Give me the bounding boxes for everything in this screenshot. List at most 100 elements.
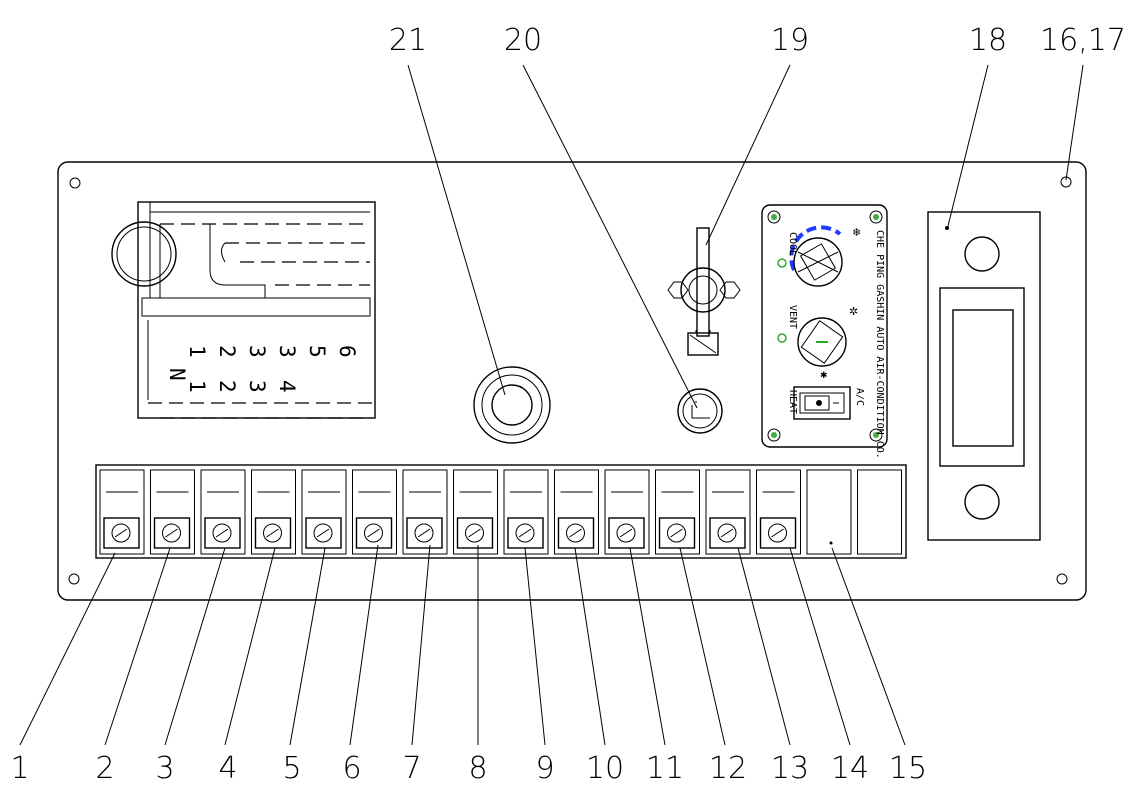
rocker-switch-1[interactable] — [99, 469, 145, 555]
rocker-switch-15[interactable] — [806, 469, 852, 555]
rocker-switch-16[interactable] — [857, 469, 902, 555]
gear-3b: 3 — [245, 380, 269, 393]
switch-strip — [95, 464, 907, 559]
callout-bottom-1: 1 — [10, 751, 29, 786]
callout-bottom-4: 4 — [218, 751, 237, 786]
cabin-icon — [768, 523, 787, 543]
callout-top-4: 18 — [969, 23, 1007, 58]
callout-top-5: 16,17 — [1040, 23, 1126, 58]
gear-2a: 2 — [215, 345, 239, 358]
round-switch-21[interactable] — [473, 366, 551, 444]
fog-lamp-rear-icon — [263, 523, 282, 543]
rocker-switch-13[interactable] — [705, 469, 751, 555]
panel-outline — [57, 161, 1087, 601]
callout-bottom-5: 5 — [282, 751, 301, 786]
ac-label: A/C — [854, 388, 865, 406]
callout-bottom-8: 8 — [468, 751, 487, 786]
heat-label: HEAT — [787, 390, 798, 414]
callout-top-1: 21 — [389, 23, 427, 58]
ac-control-panel: COOL VENT HEAT A/C CHE PING GASHIN AUTO … — [761, 204, 888, 459]
rocker-switch-8[interactable] — [453, 469, 498, 555]
callout-bottom-15: 15 — [889, 751, 927, 786]
leader-19 — [705, 64, 791, 246]
rocker-switch-2[interactable] — [150, 469, 195, 555]
callout-bottom-13: 13 — [771, 751, 809, 786]
callout-bottom-14: 14 — [831, 751, 869, 786]
callout-top-3: 19 — [771, 23, 809, 58]
rocker-switch-4[interactable] — [251, 469, 296, 555]
fan-icon: ✲ — [849, 305, 858, 318]
callout-bottom-2: 2 — [95, 751, 114, 786]
rocker-switch-7[interactable] — [402, 469, 448, 555]
callout-bottom-12: 12 — [709, 751, 747, 786]
mount-hole-bottom-left — [68, 573, 80, 585]
vent-label: VENT — [787, 305, 798, 329]
washer-icon — [566, 523, 585, 543]
shift-gate-labels: N 1 1 2 2 3 3 3 4 5 6 — [165, 345, 359, 393]
rocker-switch-5[interactable] — [301, 469, 347, 555]
rocker-switch-3[interactable] — [200, 469, 246, 555]
wiper-icon — [515, 523, 535, 543]
gear-5: 5 — [305, 345, 329, 358]
cool-knob[interactable] — [789, 225, 843, 287]
gear-4: 4 — [275, 380, 299, 393]
display-module-18 — [927, 211, 1041, 541]
callout-bottom-11: 11 — [646, 751, 684, 786]
leader-18 — [947, 64, 989, 227]
vent-knob[interactable] — [797, 317, 847, 367]
mirror-icon — [717, 523, 737, 543]
callout-bottom-3: 3 — [155, 751, 174, 786]
leader-20 — [522, 64, 698, 409]
cool-label: COOL — [787, 232, 798, 256]
lighter-icon — [691, 401, 710, 419]
hex-nut-left — [667, 281, 689, 299]
leader-1 — [19, 552, 116, 746]
gear-n: N — [165, 368, 189, 381]
leader-15 — [831, 547, 906, 746]
snowflake-icon: ❄ — [852, 226, 861, 239]
callout-bottom-9: 9 — [535, 751, 554, 786]
rocker-switch-14[interactable] — [756, 469, 801, 555]
key-switch-19[interactable] — [667, 227, 741, 356]
seat-icon — [667, 523, 686, 543]
display-screen — [952, 309, 1014, 447]
rocker-switch-12[interactable] — [655, 469, 700, 555]
battery-icon — [687, 332, 719, 356]
gear-3a: 3 — [245, 345, 269, 358]
gear-1a: 1 — [185, 345, 209, 358]
gear-2b: 2 — [215, 380, 239, 393]
callout-bottom-10: 10 — [586, 751, 624, 786]
gear-6: 6 — [335, 345, 359, 358]
callout-bottom-7: 7 — [402, 751, 421, 786]
rocker-switch-10[interactable] — [554, 469, 599, 555]
fan-speed-icon: ✱ — [820, 371, 828, 381]
heat-ac-toggle[interactable] — [793, 386, 851, 420]
rocker-switch-9[interactable] — [503, 469, 549, 555]
rocker-switch-11[interactable] — [604, 469, 650, 555]
vent-led — [777, 333, 787, 343]
leader-lines — [19, 64, 1084, 746]
lighter-socket-20[interactable] — [677, 388, 723, 434]
rocker-switch-6[interactable] — [352, 469, 397, 555]
cool-arc — [789, 225, 842, 271]
hazard-icon — [364, 523, 383, 543]
fog-lamp-front-icon — [212, 523, 232, 543]
mount-hole-top-left — [69, 177, 81, 189]
leader-21 — [407, 64, 506, 396]
cool-led — [777, 258, 787, 268]
mount-hole-bottom-right — [1056, 573, 1068, 585]
gauge-icon — [111, 523, 131, 543]
rear-washer-icon — [616, 523, 636, 543]
headlamp-icon — [162, 523, 181, 543]
gear-1b: 1 — [185, 380, 209, 393]
brake-icon — [414, 523, 434, 543]
beacon-icon — [313, 523, 333, 543]
callout-bottom-6: 6 — [342, 751, 361, 786]
power-icon — [465, 523, 484, 543]
callout-top-2: 20 — [504, 23, 542, 58]
gear-3c: 3 — [275, 345, 299, 358]
shift-gate — [111, 201, 376, 419]
leader-16-17 — [1065, 64, 1084, 181]
hex-nut-right — [719, 281, 741, 299]
